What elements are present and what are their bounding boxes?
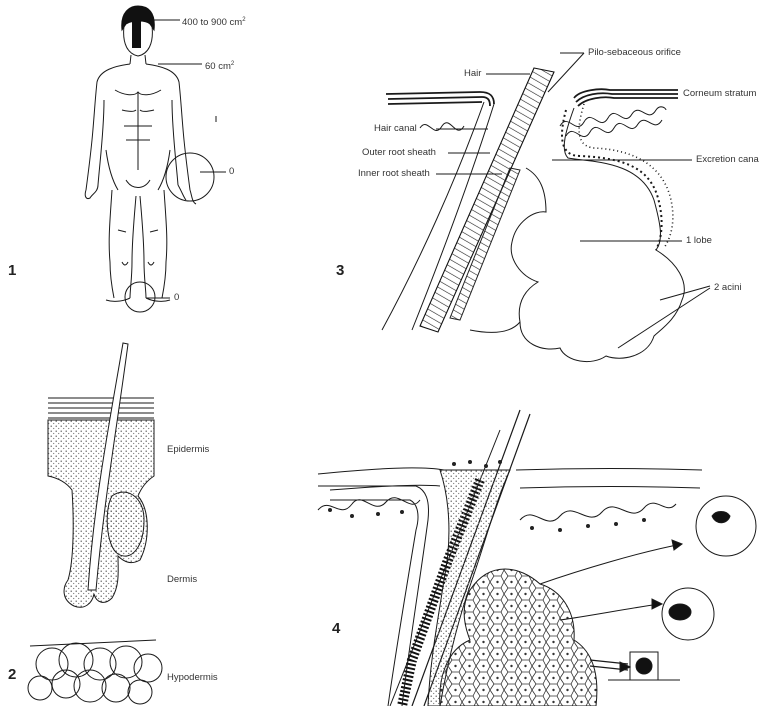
- label-epidermis: Epidermis: [167, 444, 209, 456]
- sole-callout-circle: [125, 282, 155, 312]
- label-dermis: Dermis: [167, 574, 197, 586]
- label-lobe: 1 lobe: [686, 235, 712, 247]
- label-palm-area: 0: [229, 166, 234, 178]
- panel-3-number: 3: [336, 262, 344, 279]
- label-hypodermis: Hypodermis: [167, 672, 218, 684]
- label-outer-root-sheath: Outer root sheath: [362, 147, 436, 159]
- cell-callout-top: [696, 496, 756, 556]
- label-chest-area: 60 cm2: [205, 58, 234, 73]
- panel-4-cellular-detail: [318, 410, 756, 706]
- hypodermis-fat-cells: [28, 643, 162, 704]
- label-hair-canal: Hair canal: [374, 123, 417, 135]
- label-excretion-canal: Excretion cana: [696, 154, 759, 166]
- label-scalp-area: 400 to 900 cm2: [182, 14, 246, 29]
- panel-3-pilosebaceous: [382, 53, 710, 362]
- label-hair: Hair: [464, 68, 481, 80]
- panel3-hair: [420, 68, 554, 332]
- panel-1-body-figure: [85, 6, 226, 312]
- label-sole-area: 0: [174, 292, 179, 304]
- panel-2-skin-section: [28, 343, 162, 704]
- panel-4-number: 4: [332, 620, 340, 637]
- panel-1-number: 1: [8, 262, 16, 279]
- label-inner-root-sheath: Inner root sheath: [358, 168, 430, 180]
- panel-2-number: 2: [8, 666, 16, 683]
- label-corneum-stratum: Corneum stratum: [683, 88, 756, 100]
- label-acini: 2 acini: [714, 282, 741, 294]
- sebaceous-gland-shape: [107, 492, 144, 556]
- label-pilo-sebaceous-orifice: Pilo-sebaceous orifice: [588, 47, 681, 59]
- palm-callout-circle: [166, 153, 214, 201]
